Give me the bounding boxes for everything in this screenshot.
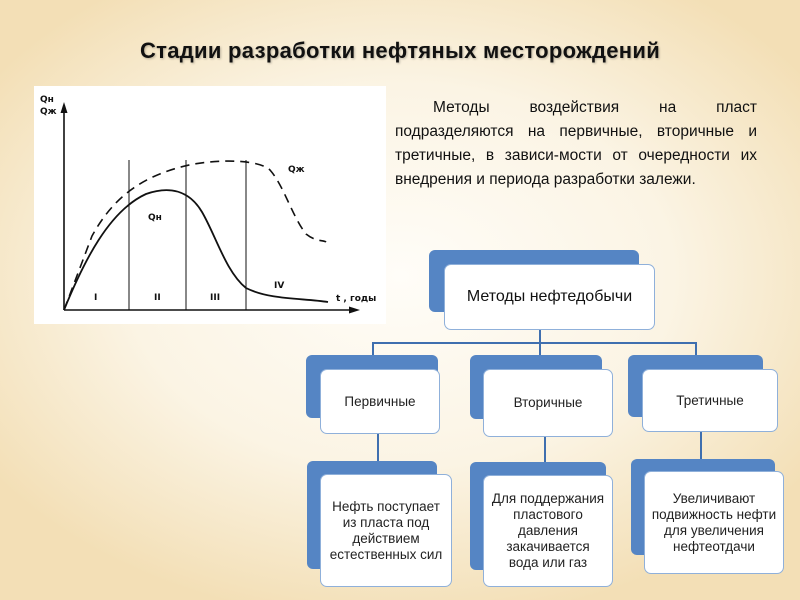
- description-box-tertiary: Увеличивают подвижность нефти для увелич…: [644, 471, 784, 574]
- connector-tertiary-desc: [700, 432, 702, 459]
- category-box-primary: Первичные: [320, 369, 440, 434]
- production-stages-plot: Qн Qж t , годы Qж Qн I II III IV: [34, 86, 386, 324]
- intro-paragraph: Методы воздействия на пласт подразделяют…: [395, 99, 757, 188]
- connector-primary-desc: [377, 434, 379, 461]
- liquid-curve-label: Qж: [288, 165, 305, 175]
- connector-to-primary: [372, 342, 374, 356]
- x-axis-arrow-icon: [349, 306, 360, 314]
- y-axis-label-oil: Qн: [40, 95, 54, 105]
- x-axis-label: t , годы: [336, 294, 376, 304]
- stage-label-2: II: [154, 293, 161, 303]
- plot-svg: Qн Qж t , годы Qж Qн I II III IV: [40, 95, 376, 314]
- liquid-production-curve: [63, 160, 327, 311]
- slide-title: Стадии разработки нефтяных месторождений: [139, 38, 661, 63]
- stage-label-4: IV: [274, 281, 284, 291]
- category-box-secondary: Вторичные: [483, 369, 613, 437]
- category-box-tertiary: Третичные: [642, 369, 778, 432]
- connector-horizontal-bar: [372, 342, 697, 344]
- connector-secondary-desc: [544, 437, 546, 462]
- connector-to-tertiary: [695, 342, 697, 356]
- description-box-primary: Нефть поступает из пласта под действием …: [320, 474, 452, 587]
- y-axis-label-liquid: Qж: [40, 107, 57, 117]
- description-box-secondary: Для поддержания пластового давления зака…: [483, 475, 613, 587]
- oil-curve-label: Qн: [148, 213, 162, 223]
- oil-production-curve: [63, 189, 329, 311]
- connector-root-down: [539, 330, 541, 343]
- stage-label-3: III: [210, 293, 220, 303]
- root-box: Методы нефтедобычи: [444, 264, 655, 330]
- y-axis-arrow-icon: [60, 102, 68, 113]
- connector-to-secondary: [539, 342, 541, 356]
- stage-label-1: I: [94, 293, 97, 303]
